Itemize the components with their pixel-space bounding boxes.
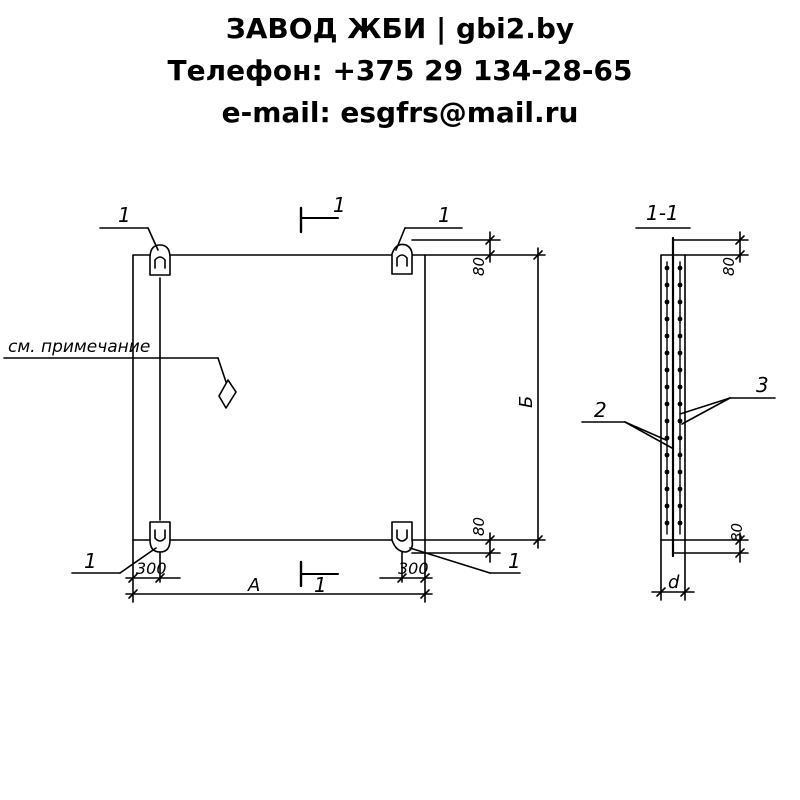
section-mark-top: [299, 206, 339, 234]
dim-label-80-top: 80: [470, 257, 488, 276]
section-label-bottom: 1: [314, 573, 327, 597]
dim-label-thickness: d: [668, 572, 680, 593]
section-dim-80-bottom: 80: [728, 523, 746, 542]
dim-label-300-right: 300: [398, 559, 429, 578]
section-mark-bottom: [299, 560, 339, 588]
callout-rebar-3: 3: [756, 373, 769, 397]
header-email: e-mail: esgfrs@mail.ru: [221, 96, 579, 129]
dim-label-300-left: 300: [136, 559, 167, 578]
section-rebar-dots: [664, 265, 683, 526]
note-marker: [218, 379, 237, 409]
section-title: 1-1: [646, 201, 679, 225]
section-dim-80-top: 80: [720, 257, 738, 276]
header-phone: Телефон: +375 29 134-28-65: [167, 54, 633, 87]
callout-loop-bottom-right: 1: [508, 549, 521, 573]
header-contacts: ЗАВОД ЖБИ | gbi2.by Телефон: +375 29 134…: [0, 8, 800, 134]
section-label-top: 1: [333, 193, 346, 217]
dim-label-height: Б: [516, 396, 537, 408]
dim-label-width: А: [247, 575, 260, 596]
lifting-loop-bottom-right: [391, 521, 414, 553]
header-factory-title: ЗАВОД ЖБИ | gbi2.by: [225, 12, 575, 45]
lifting-loop-top-left: [149, 244, 171, 276]
note-label: см. примечание: [8, 337, 150, 357]
callout-loop-top-left: 1: [118, 203, 131, 227]
callout-loop-top-right: 1: [438, 203, 451, 227]
slab-outline: [132, 254, 426, 541]
lifting-loop-bottom-left: [149, 521, 171, 553]
lifting-loop-top-right: [391, 243, 413, 275]
callout-loop-bottom-left: 1: [84, 549, 97, 573]
callout-rebar-2: 2: [594, 398, 607, 422]
dim-label-80-bottom: 80: [470, 517, 488, 536]
